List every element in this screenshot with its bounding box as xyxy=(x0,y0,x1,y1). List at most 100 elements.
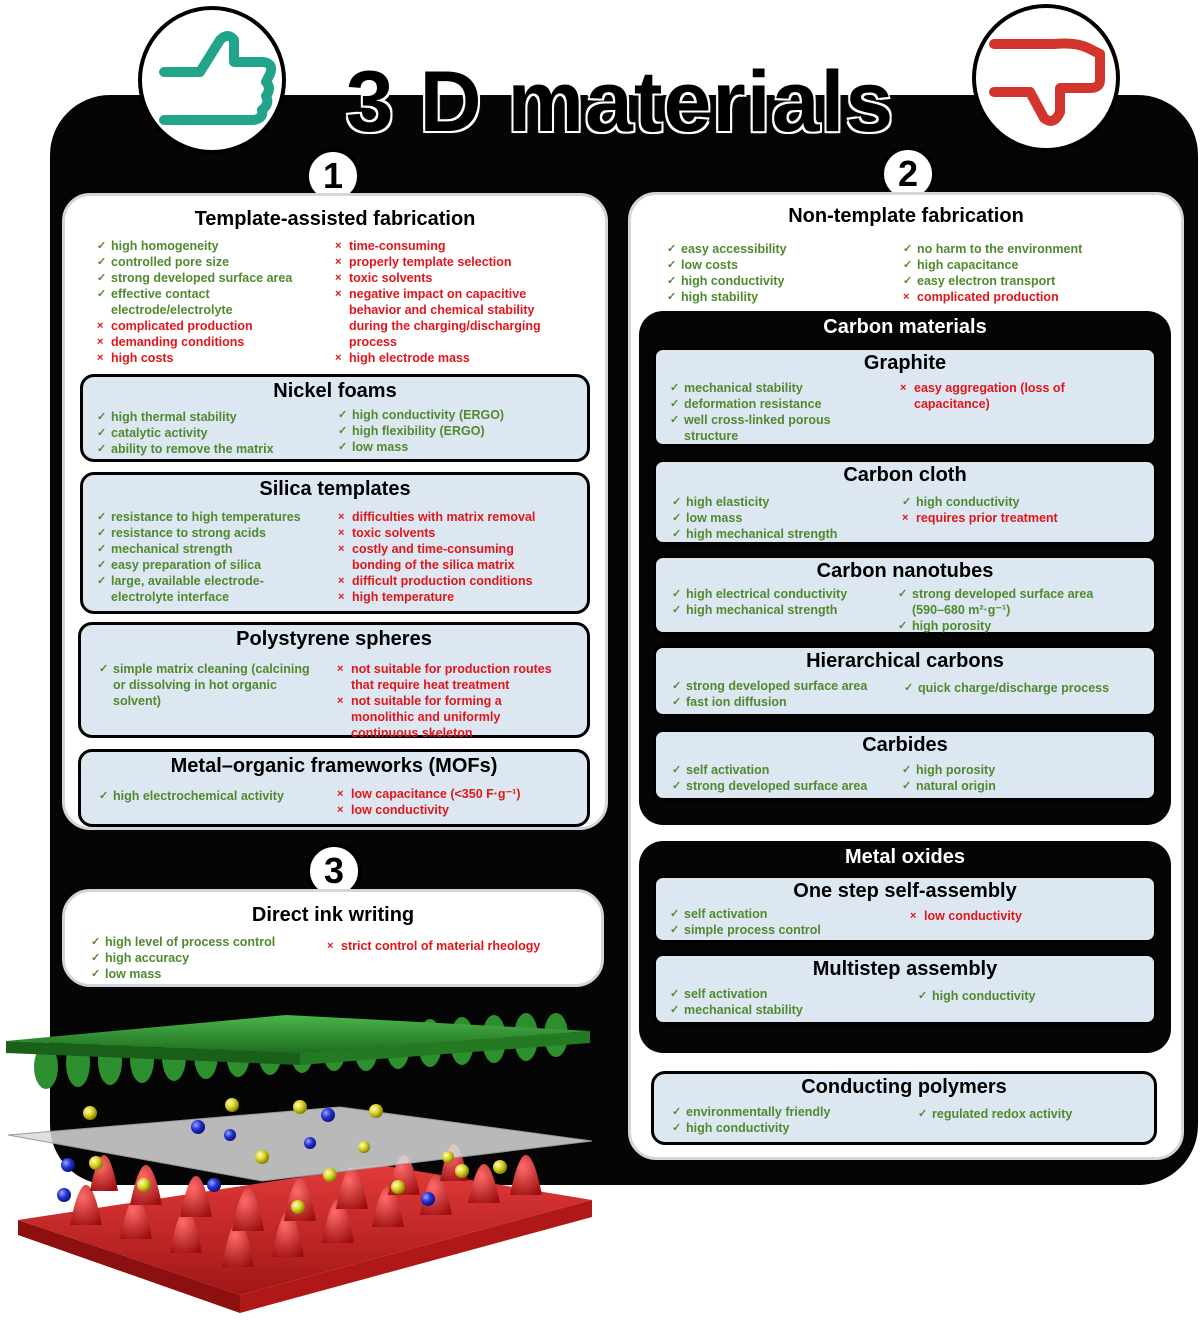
check-icon: ✓ xyxy=(670,1004,680,1016)
check-icon: ✓ xyxy=(904,682,914,694)
polymers-right: ✓regulated redox activity xyxy=(918,1106,1138,1122)
list-item: ×strict control of material rheology xyxy=(327,939,541,953)
cross-icon: × xyxy=(900,382,907,394)
metal-oxides-panel: Metal oxides One step self-assembly ✓sel… xyxy=(639,841,1171,1053)
silica-pros: ✓resistance to high temperatures ✓resist… xyxy=(97,509,327,605)
list-item: ✓mechanical strength xyxy=(97,542,233,556)
red-base-plate-edge xyxy=(18,1220,240,1313)
hierarchical-left: ✓strong developed surface area ✓fast ion… xyxy=(672,678,892,710)
carbon-title: Carbon materials xyxy=(823,316,987,338)
check-icon: ✓ xyxy=(902,496,912,508)
list-item: ×high electrode mass xyxy=(335,351,470,365)
check-icon: ✓ xyxy=(670,398,680,410)
polymers-left: ✓environmentally friendly ✓high conducti… xyxy=(672,1104,892,1136)
diw-title: Direct ink writing xyxy=(251,904,415,926)
list-item: ✓high elasticity xyxy=(672,495,770,509)
list-item: ×low capacitance (<350 F·g⁻¹) xyxy=(337,787,521,801)
onestep-title: One step self-assembly xyxy=(793,880,1017,902)
cross-icon: × xyxy=(97,352,104,364)
carbides-title: Carbides xyxy=(862,734,948,756)
page-title: 3 D materials xyxy=(345,54,895,150)
cross-icon: × xyxy=(97,336,104,348)
list-item: ✓self activation xyxy=(672,763,770,777)
graphite-title: Graphite xyxy=(863,352,947,374)
list-item: ×complicated production xyxy=(97,319,253,333)
list-item: ×difficult production conditions xyxy=(338,574,533,588)
list-item: ✓low mass xyxy=(91,967,162,981)
silica-templates-box: Silica templates ✓resistance to high tem… xyxy=(80,472,590,614)
multistep-box: Multistep assembly ✓self activation ✓mec… xyxy=(653,953,1157,1025)
check-icon: ✓ xyxy=(672,1106,682,1118)
check-icon: ✓ xyxy=(672,680,682,692)
list-item: ✓high electrical conductivity xyxy=(672,587,848,601)
check-icon: ✓ xyxy=(672,1122,682,1134)
check-icon: ✓ xyxy=(97,272,107,284)
check-icon: ✓ xyxy=(97,543,107,555)
carbides-box: Carbides ✓self activation ✓strong develo… xyxy=(653,729,1157,801)
list-item: ✓large, available electrode-electrolyte … xyxy=(97,574,264,604)
list-item: ✓high accuracy xyxy=(91,951,190,965)
list-item: ✓high mechanical strength xyxy=(672,603,838,617)
check-icon: ✓ xyxy=(903,243,913,255)
list-item: ✓easy accessibility xyxy=(667,242,787,256)
multistep-left: ✓self activation ✓mechanical stability xyxy=(670,986,890,1018)
check-icon: ✓ xyxy=(97,427,107,439)
list-item: ✓simple matrix cleaning (calcining or di… xyxy=(99,662,310,708)
cross-icon: × xyxy=(337,804,344,816)
diw-cons: ×strict control of material rheology xyxy=(327,938,587,954)
list-item: ✓resistance to strong acids xyxy=(97,526,266,540)
list-item: ✓natural origin xyxy=(902,779,996,793)
list-item: ✓high stability xyxy=(667,290,759,304)
mofs-pros: ✓high electrochemical activity xyxy=(99,788,329,804)
conducting-polymers-box: Conducting polymers ✓environmentally fri… xyxy=(651,1071,1157,1145)
list-item: ×high costs xyxy=(97,351,174,365)
nickel-title: Nickel foams xyxy=(273,380,397,402)
carbon-materials-panel: Carbon materials Graphite ✓mechanical st… xyxy=(639,311,1171,825)
cross-icon: × xyxy=(335,240,342,252)
template-title: Template-assisted fabrication xyxy=(194,208,476,230)
list-item: ✓quick charge/discharge process xyxy=(904,681,1110,695)
list-item: ✓environmentally friendly xyxy=(672,1105,831,1119)
cloth-title: Carbon cloth xyxy=(843,464,967,486)
check-icon: ✓ xyxy=(670,382,680,394)
silica-cons: ×difficulties with matrix removal ×toxic… xyxy=(338,509,578,605)
polystyrene-box: Polystyrene spheres ✓simple matrix clean… xyxy=(78,622,590,741)
check-icon: ✓ xyxy=(91,936,101,948)
thumbs-up-icon xyxy=(159,31,277,125)
check-icon: ✓ xyxy=(918,1108,928,1120)
nontemplate-right: ✓no harm to the environment ✓high capaci… xyxy=(903,241,1143,305)
list-item: ✓low mass xyxy=(338,440,409,454)
list-item: ✓high mechanical strength xyxy=(672,527,838,541)
cross-icon: × xyxy=(335,352,342,364)
multistep-title: Multistep assembly xyxy=(812,958,998,980)
green-top-plate-side xyxy=(300,1031,590,1065)
green-top-plate xyxy=(6,1015,590,1053)
check-icon: ✓ xyxy=(667,275,677,287)
graphite-cons: ×easy aggregation (loss of capacitance) xyxy=(900,380,1090,412)
silica-title: Silica templates xyxy=(259,478,411,500)
check-icon: ✓ xyxy=(338,409,348,421)
list-item: ✓regulated redox activity xyxy=(918,1107,1073,1121)
cross-icon: × xyxy=(335,288,342,300)
check-icon: ✓ xyxy=(97,256,107,268)
nontemplate-left: ✓easy accessibility ✓low costs ✓high con… xyxy=(667,241,887,305)
list-item: ✓high porosity xyxy=(902,763,996,777)
list-item: ×high temperature xyxy=(338,590,455,604)
polystyrene-cons: ×not suitable for production routes that… xyxy=(337,661,577,741)
check-icon: ✓ xyxy=(670,414,680,426)
list-item: ✓controlled pore size xyxy=(97,255,230,269)
check-icon: ✓ xyxy=(670,908,680,920)
hierarchical-carbons-box: Hierarchical carbons ✓strong developed s… xyxy=(653,645,1157,717)
list-item: ✓fast ion diffusion xyxy=(672,695,787,709)
check-icon: ✓ xyxy=(667,259,677,271)
nanotubes-title: Carbon nanotubes xyxy=(816,560,994,582)
template-panel: Template-assisted fabrication ✓high homo… xyxy=(62,193,608,830)
ions xyxy=(57,1098,507,1214)
cloth-pros: ✓high elasticity ✓low mass ✓high mechani… xyxy=(672,494,882,542)
onestep-cons: ×low conductivity xyxy=(910,908,1110,924)
list-item: ×toxic solvents xyxy=(338,526,436,540)
oxides-title: Metal oxides xyxy=(844,846,966,868)
check-icon: ✓ xyxy=(97,240,107,252)
check-icon: ✓ xyxy=(898,620,908,632)
